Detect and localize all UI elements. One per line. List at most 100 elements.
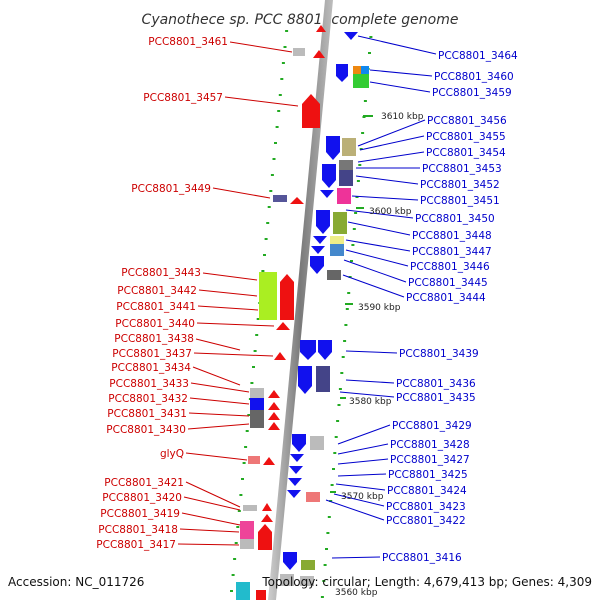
gene-arrow: [298, 366, 312, 394]
gene-label[interactable]: PCC8801_3450: [415, 213, 495, 225]
gene-label[interactable]: PCC8801_3434: [111, 362, 191, 374]
gene-arrow: [258, 524, 272, 550]
gene-label[interactable]: glyQ: [160, 448, 184, 460]
gene-label[interactable]: PCC8801_3427: [390, 454, 470, 466]
gene-feature: [301, 560, 315, 570]
gc-dot: [270, 174, 274, 176]
gene-label[interactable]: PCC8801_3432: [108, 393, 188, 405]
gene-label[interactable]: PCC8801_3439: [399, 348, 479, 360]
gene-arrow: [268, 390, 280, 398]
gene-label[interactable]: PCC8801_3420: [102, 492, 182, 504]
gc-dot: [322, 580, 326, 582]
gene-label[interactable]: PCC8801_3453: [422, 163, 502, 175]
gene-feature: [300, 576, 314, 586]
gene-feature: [361, 66, 369, 74]
gene-label[interactable]: PCC8801_3459: [432, 87, 512, 99]
gene-arrow: [274, 352, 286, 360]
gene-label[interactable]: PCC8801_3444: [406, 292, 486, 304]
scale-labels: 3610 kbp 3600 kbp 3590 kbp 3580 kbp 3570…: [330, 112, 424, 598]
gene-feature: [330, 236, 344, 244]
gene-label[interactable]: PCC8801_3442: [117, 285, 197, 297]
gene-label[interactable]: PCC8801_3454: [426, 147, 506, 159]
gene-label[interactable]: PCC8801_3418: [98, 524, 178, 536]
gene-label[interactable]: PCC8801_3431: [107, 408, 187, 420]
gene-label[interactable]: PCC8801_3461: [148, 36, 228, 48]
gene-arrow: [326, 136, 340, 160]
gc-dot: [337, 404, 341, 406]
gene-label[interactable]: PCC8801_3457: [143, 92, 223, 104]
gene-label[interactable]: PCC8801_3430: [106, 424, 186, 436]
gene-feature: [353, 66, 361, 74]
left-gene-labels: PCC8801_3461 PCC8801_3457 PCC8801_3449 P…: [96, 36, 228, 551]
gene-label[interactable]: PCC8801_3429: [392, 420, 472, 432]
gc-dot: [277, 110, 281, 112]
gene-label[interactable]: PCC8801_3443: [121, 267, 201, 279]
gc-dot: [266, 222, 270, 224]
gene-arrow: [316, 210, 330, 234]
gc-dot: [355, 196, 359, 198]
gc-dot: [344, 324, 348, 326]
gene-arrow: [322, 164, 336, 188]
gc-dot: [263, 254, 266, 256]
gene-label[interactable]: PCC8801_3449: [131, 183, 211, 195]
gc-dot: [333, 452, 337, 454]
gene-label[interactable]: PCC8801_3421: [104, 477, 184, 489]
gene-label[interactable]: PCC8801_3433: [109, 378, 189, 390]
gene-label[interactable]: PCC8801_3447: [412, 246, 492, 258]
gene-feature: [306, 492, 320, 502]
gc-dot: [356, 180, 360, 182]
gene-label[interactable]: PCC8801_3425: [388, 469, 468, 481]
gene-arrow: [292, 434, 306, 452]
gene-feature: [250, 410, 264, 428]
gene-label[interactable]: PCC8801_3422: [386, 515, 466, 527]
gene-label[interactable]: PCC8801_3460: [434, 71, 514, 83]
gc-dot: [285, 30, 289, 32]
gc-dot: [278, 94, 282, 96]
gene-label[interactable]: PCC8801_3435: [396, 392, 476, 404]
gc-dot: [255, 334, 259, 336]
gene-feature: [333, 212, 347, 234]
gene-arrow: [336, 64, 348, 82]
gene-label[interactable]: PCC8801_3436: [396, 378, 476, 390]
accession-text: Accession: NC_011726: [8, 575, 144, 589]
gene-arrow: [289, 466, 303, 474]
gc-dot: [320, 596, 324, 598]
gc-dot: [368, 52, 371, 54]
gc-dot: [256, 318, 260, 320]
gene-label[interactable]: PCC8801_3428: [390, 439, 470, 451]
gc-dot: [247, 414, 251, 416]
gene-label[interactable]: PCC8801_3464: [438, 50, 518, 62]
gene-label[interactable]: PCC8801_3437: [112, 348, 192, 360]
gene-arrow: [262, 503, 272, 511]
gc-dot: [244, 446, 248, 448]
gc-dot: [272, 158, 276, 160]
gene-feature: [293, 48, 305, 56]
gene-label[interactable]: PCC8801_3451: [420, 195, 500, 207]
gene-feature: [250, 388, 264, 398]
gene-label[interactable]: PCC8801_3416: [382, 552, 462, 564]
gene-label[interactable]: PCC8801_3456: [427, 115, 507, 127]
gene-label[interactable]: PCC8801_3423: [386, 501, 466, 513]
gene-label[interactable]: PCC8801_3448: [412, 230, 492, 242]
gene-feature: [280, 574, 294, 586]
gene-label[interactable]: PCC8801_3419: [100, 508, 180, 520]
scale-label: 3610 kbp: [381, 112, 424, 122]
gene-label[interactable]: PCC8801_3440: [115, 318, 195, 330]
gene-label[interactable]: PCC8801_3452: [420, 179, 500, 191]
gc-dot: [340, 372, 344, 374]
gene-label[interactable]: PCC8801_3438: [114, 333, 194, 345]
left-callout-lines: [177, 41, 299, 546]
gene-label[interactable]: PCC8801_3455: [426, 131, 506, 143]
gene-label[interactable]: PCC8801_3445: [408, 277, 488, 289]
right-gene-labels: PCC8801_3464 PCC8801_3460 PCC8801_3459 P…: [382, 50, 518, 564]
gc-dot: [348, 276, 352, 278]
gc-dot: [264, 238, 268, 240]
gene-arrow: [300, 340, 316, 360]
gene-label[interactable]: PCC8801_3424: [387, 485, 467, 497]
gene-label[interactable]: PCC8801_3446: [410, 261, 490, 273]
gene-arrow: [290, 197, 304, 204]
gene-label[interactable]: PCC8801_3441: [116, 301, 196, 313]
gene-label[interactable]: PCC8801_3417: [96, 539, 176, 551]
gc-dot: [323, 564, 327, 566]
map-title: Cyanothece sp. PCC 8801, complete genome: [142, 12, 459, 28]
